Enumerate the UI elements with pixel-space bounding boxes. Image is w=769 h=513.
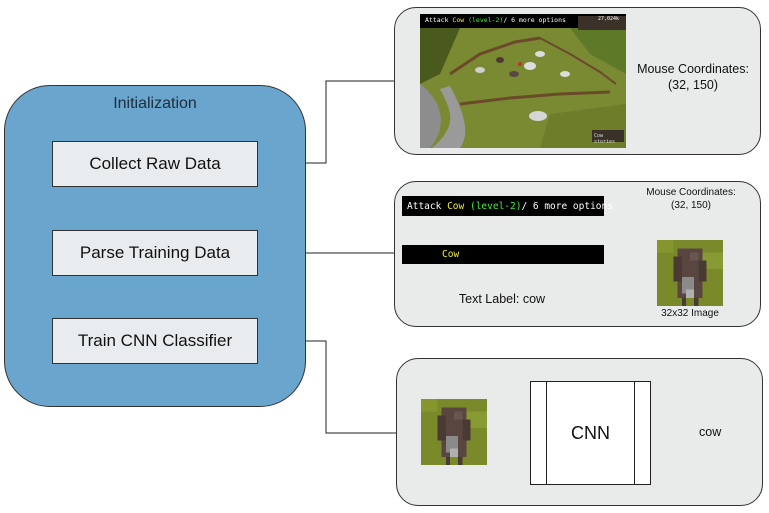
parse-tooltip-action: Attack	[407, 200, 442, 212]
parse-mouse-coords-label: Mouse Coordinates:	[646, 187, 736, 198]
collect-mouse-coords-label: Mouse Coordinates:	[637, 62, 749, 76]
tooltip-suffix: / 6 more options	[503, 16, 566, 24]
collect-mouse-coords-value: (32, 150)	[667, 78, 719, 92]
parse-tooltip-target: Cow	[447, 200, 465, 212]
step-parse-training-data: Parse Training Data	[52, 230, 258, 276]
train-input-image	[420, 399, 488, 465]
cnn-block: CNN	[530, 381, 651, 485]
step-train-cnn-classifier: Train CNN Classifier	[52, 318, 258, 364]
text-label: Text Label: cow	[458, 292, 546, 306]
parse-mouse-coords-value: (32, 150)	[670, 200, 712, 211]
tooltip-target: Cow	[452, 16, 465, 24]
xp-counter: 27,024k	[598, 16, 620, 22]
output-label: cow	[699, 425, 722, 439]
parse-tooltip-level: (level-2)	[469, 200, 522, 212]
game-screenshot: Attack Cow (level-2) / 6 more options 27…	[420, 14, 626, 148]
cnn-label: CNN	[546, 381, 635, 485]
tooltip-level: (level-2)	[468, 16, 504, 24]
cropped-text: Cow	[442, 249, 460, 260]
parse-tooltip: Attack Cow (level-2) / 6 more options	[402, 196, 613, 216]
step-collect-raw-data: Collect Raw Data	[52, 141, 258, 187]
initialization-title: Initialization	[113, 95, 197, 112]
game-tooltip: Attack Cow (level-2) / 6 more options	[420, 14, 566, 26]
image-caption: 32x32 Image	[661, 308, 719, 319]
parse-tooltip-suffix: / 6 more options	[521, 200, 613, 212]
cow-image-32x32	[656, 240, 724, 306]
game-scene	[420, 14, 626, 148]
tooltip-action: Attack	[425, 16, 449, 24]
game-bottom-label: Cow stories	[594, 133, 616, 145]
cropped-text-strip: Cow	[402, 245, 604, 264]
